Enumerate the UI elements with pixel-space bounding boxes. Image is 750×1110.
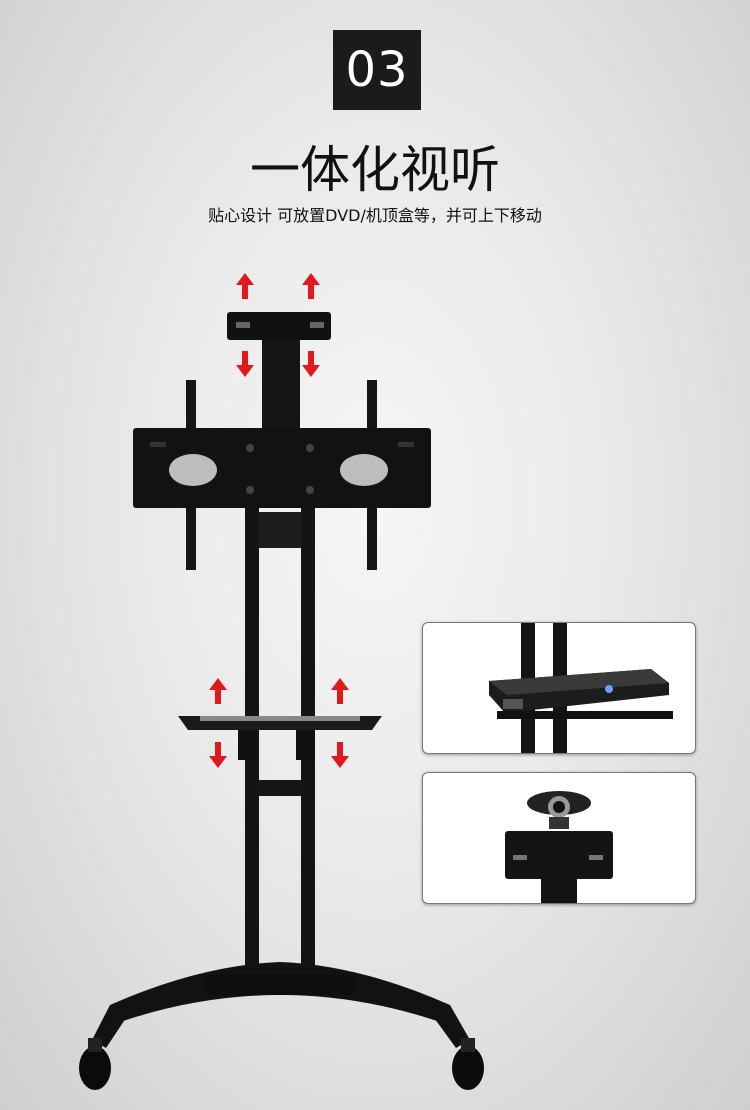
arrow-up-icon xyxy=(209,678,227,704)
arrow-up-icon xyxy=(302,273,320,299)
caster-wheel xyxy=(452,1038,484,1090)
arrow-down-icon xyxy=(209,742,227,768)
media-shelf xyxy=(178,716,382,760)
arrow-down-icon xyxy=(236,351,254,377)
camera-shelf xyxy=(227,312,331,430)
settop-box-detail-image xyxy=(422,622,696,754)
arrow-down-icon xyxy=(302,351,320,377)
caster-wheel xyxy=(79,1038,111,1090)
section-number-badge: 03 xyxy=(333,30,421,110)
tv-stand-image xyxy=(79,273,484,1090)
camera-detail-image xyxy=(422,772,696,904)
page-title: 一体化视听 xyxy=(250,141,500,199)
tv-mount-plate xyxy=(133,428,431,508)
page-subtitle: 贴心设计 可放置DVD/机顶盒等，并可上下移动 xyxy=(208,206,542,225)
arrow-up-icon xyxy=(331,678,349,704)
arrow-down-icon xyxy=(331,742,349,768)
arrow-up-icon xyxy=(236,273,254,299)
wheeled-base xyxy=(79,962,484,1090)
